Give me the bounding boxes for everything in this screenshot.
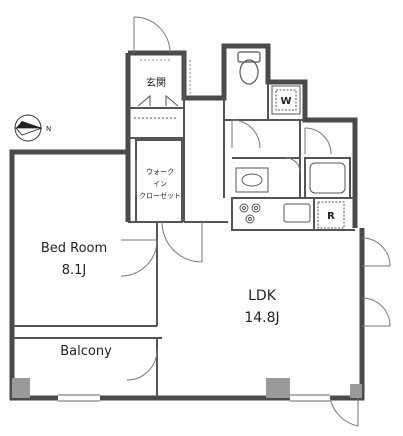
washer-mark: W bbox=[280, 96, 291, 107]
fridge-mark: R bbox=[327, 211, 335, 222]
ldk-name: LDK bbox=[248, 288, 277, 304]
wic-label-line3: クローゼット bbox=[139, 191, 181, 200]
compass: N bbox=[14, 114, 51, 142]
stove-burners bbox=[239, 203, 261, 224]
north-label: N bbox=[46, 125, 51, 133]
ldk-size: 14.8J bbox=[244, 310, 279, 326]
bathtub bbox=[309, 162, 346, 194]
washbasin bbox=[235, 167, 269, 193]
washer-space bbox=[271, 85, 301, 115]
entrance-door bbox=[133, 16, 171, 54]
bedroom-name: Bed Room bbox=[41, 241, 107, 256]
pillars bbox=[12, 378, 362, 398]
entrance-label: 玄関 bbox=[146, 76, 166, 89]
balcony-label: Balcony bbox=[60, 344, 112, 359]
toilet-fixture bbox=[237, 51, 261, 85]
windows bbox=[58, 394, 330, 402]
wic-label-line2: イン bbox=[153, 180, 167, 188]
door-swings bbox=[120, 119, 391, 427]
shoe-cabinet bbox=[134, 94, 179, 119]
fridge-space bbox=[317, 201, 345, 229]
kitchen-sink bbox=[283, 203, 311, 223]
bedroom-size: 8.1J bbox=[62, 263, 87, 278]
wic-label-line1: ウォーク bbox=[146, 168, 174, 176]
corridor-storage bbox=[140, 59, 191, 96]
